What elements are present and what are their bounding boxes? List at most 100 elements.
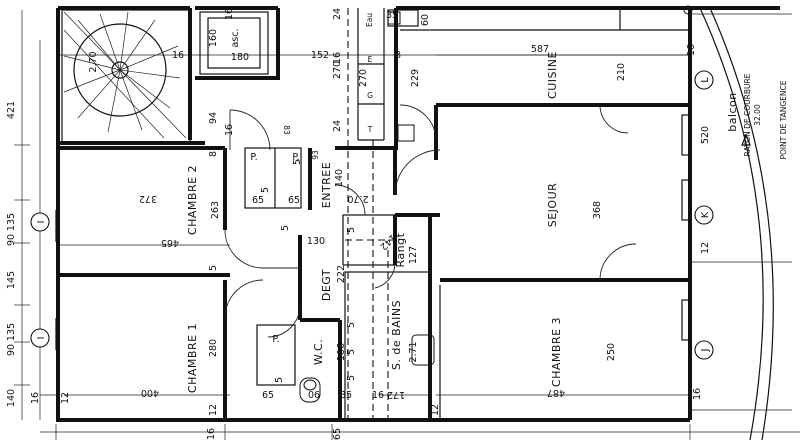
fixtures <box>299 5 693 403</box>
axis-marker-1 <box>30 212 50 232</box>
room-label-entree: ENTREE <box>320 162 333 208</box>
room-label-asc: asc. <box>230 28 241 47</box>
dim-label: 24 <box>332 120 343 132</box>
dim-label: 160 <box>208 29 219 47</box>
closet-label: P. <box>292 152 299 163</box>
dim-label: 145 <box>6 271 17 289</box>
dim-label: 16 <box>372 390 384 401</box>
dimension-chains <box>14 10 800 440</box>
dim-label: 180 <box>231 52 249 63</box>
dim-label: 90 <box>6 234 17 246</box>
dim-label: 16 <box>332 52 343 64</box>
dim-label: 229 <box>410 69 421 87</box>
dim-label: 140 <box>334 169 345 187</box>
dim-label: 210 <box>616 63 627 81</box>
dim-label: 5 <box>346 322 357 328</box>
axis-label-L: L <box>700 77 711 83</box>
dim-label: 372 <box>139 193 157 204</box>
balcony-radius-label: RAYON DE COURBURE <box>743 73 752 156</box>
dim-label: 35 <box>340 390 352 401</box>
spiral-staircase <box>63 11 187 139</box>
dim-label: 35 <box>386 10 398 21</box>
dim-label: 5 <box>292 159 303 165</box>
dim-label: 16 <box>692 388 703 400</box>
room-labels: CHAMBRE 2 CHAMBRE 1 CHAMBRE 3 SEJOUR CUI… <box>186 28 788 393</box>
room-label-wc: W.C. <box>312 339 325 365</box>
dim-label: 16 <box>206 428 217 440</box>
dim-label: 172 <box>387 389 405 400</box>
dim-label: 106 <box>336 343 347 361</box>
room-label-balcon: balcon <box>726 92 739 132</box>
dim-label: 94 <box>208 112 219 124</box>
shaft-label: E <box>368 55 373 64</box>
dim-label: 368 <box>592 201 603 219</box>
axis-label-K: K <box>700 211 711 218</box>
dim-label: 16 <box>224 8 235 20</box>
dim-label: 135 <box>6 323 17 341</box>
dim-label: 2.70 <box>88 51 99 72</box>
axis-label-J: J <box>700 349 711 353</box>
dim-label: 5 <box>346 375 357 381</box>
dim-label: 93 <box>311 150 320 160</box>
windows <box>55 8 691 350</box>
dim-label: 16 <box>224 124 235 136</box>
dim-label: 280 <box>208 339 219 357</box>
closet-label: P. <box>272 334 279 345</box>
dim-label: 135 <box>6 213 17 231</box>
dashed-lines <box>345 8 395 420</box>
dim-label: 152 <box>311 50 329 61</box>
dim-label: 5 <box>274 377 285 383</box>
dim-label: 270 <box>358 69 369 87</box>
dim-label: 465 <box>161 237 179 248</box>
axis-label-2: I <box>36 337 47 340</box>
axis-markers: I I L K J <box>30 70 714 360</box>
dim-label: 2.70 <box>347 193 368 204</box>
dim-label: 12 <box>208 404 219 416</box>
dim-label: 65 <box>288 195 300 206</box>
dim-label: 421 <box>6 101 17 119</box>
shaft-label: G <box>367 91 373 100</box>
dim-label: 130 <box>307 236 325 247</box>
dim-label: 5 <box>260 187 271 193</box>
room-label-chambre-2: CHAMBRE 2 <box>186 165 199 235</box>
dim-label: 140 <box>6 389 17 407</box>
dim-label: 8 <box>395 50 401 61</box>
dim-label: 65 <box>332 428 343 440</box>
dim-label: 12 <box>60 392 71 404</box>
dim-label: 587 <box>531 44 549 55</box>
dim-label: 16 <box>686 44 697 56</box>
room-label-chambre-3: CHAMBRE 3 <box>550 317 563 387</box>
dim-label: 487 <box>547 387 565 398</box>
dim-label: 263 <box>210 201 221 219</box>
dim-label: 83 <box>282 125 291 135</box>
tangent-point-label: POINT DE TANGENCE <box>779 80 788 159</box>
dim-label: 12 <box>700 242 711 254</box>
door-swings <box>224 104 637 338</box>
axis-marker-J <box>694 340 714 360</box>
axis-marker-L <box>694 70 714 90</box>
shaft-label: T <box>367 125 373 134</box>
dim-label: 127 <box>408 246 419 264</box>
room-label-rangt: Rangt <box>394 232 407 267</box>
room-label-cuisine: CUISINE <box>546 51 559 99</box>
balcony-radius-value: 32.00 <box>753 104 762 126</box>
room-label-degt: DEGT <box>320 269 333 301</box>
dimension-labels: 421 135 90 145 135 90 140 16 12 16 65 16… <box>6 8 711 440</box>
balcony-arrow-icon <box>741 133 751 146</box>
dim-label: 400 <box>141 387 159 398</box>
dim-label: 5 <box>208 265 219 271</box>
closet-label: P. <box>250 152 257 163</box>
dim-label: 60 <box>420 14 431 26</box>
dim-label: 16 <box>30 392 41 404</box>
room-label-sejour: SEJOUR <box>546 183 559 228</box>
dim-label: 65 <box>252 195 264 206</box>
dim-label: 5 <box>346 349 357 355</box>
dim-label: 65 <box>262 390 274 401</box>
dim-label: 5 <box>280 225 291 231</box>
dim-label: 2.71 <box>408 341 419 362</box>
dim-label: 222 <box>336 265 347 283</box>
room-label-sdb: S. de BAINS <box>390 300 403 370</box>
dim-label: 24 <box>332 8 343 20</box>
axis-label-1: I <box>36 221 47 224</box>
